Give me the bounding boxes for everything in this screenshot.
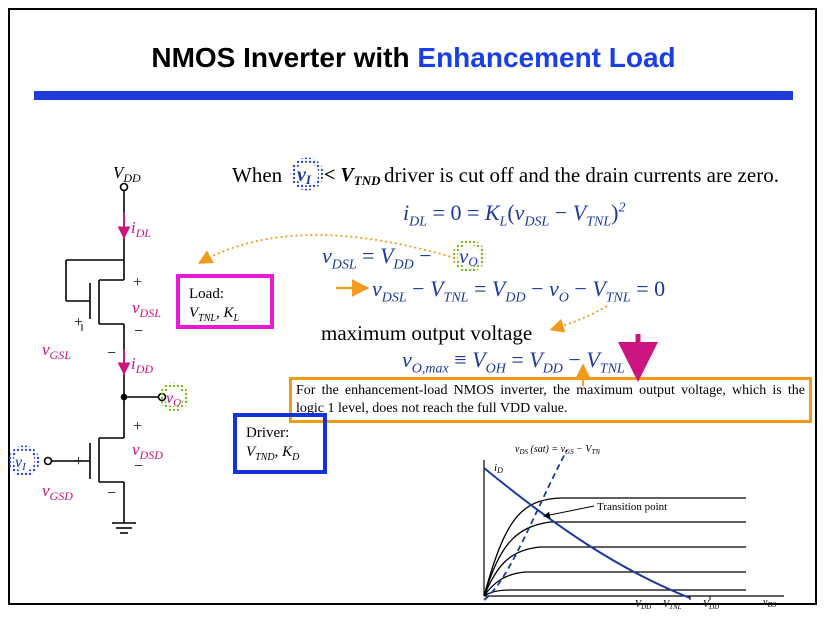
driver-box: Driver: VTND, KD: [233, 413, 327, 474]
svg-text:−: −: [134, 323, 143, 340]
graph-saturation-boundary: [483, 449, 568, 601]
vgsd-label: vGSD: [42, 481, 73, 503]
circuit-wiring: [43, 182, 167, 534]
graph-annotation: Transition point: [597, 501, 667, 513]
vi-symbol-statement: vI: [297, 164, 312, 187]
vgsl-label: vGSL: [42, 340, 71, 362]
load-box: Load: VTNL, KL: [176, 274, 274, 329]
vtnd-symbol: < VTND: [324, 164, 381, 188]
graph-characteristic-curves: [483, 497, 746, 597]
load-box-title: Load:: [189, 286, 224, 302]
title-underline-bar: [34, 91, 793, 100]
vi-input-label: vI: [8, 445, 40, 477]
svg-text:−: −: [107, 485, 116, 502]
note-text: For the enhancement-load NMOS inverter, …: [296, 383, 805, 416]
driver-box-title: Driver:: [246, 425, 290, 441]
vi-highlight-statement: vI: [290, 157, 324, 191]
svg-text:vI: vI: [15, 454, 27, 473]
when-text: When: [232, 163, 283, 187]
vo-node-label: vO: [159, 382, 189, 412]
idd-label: iDD: [131, 354, 153, 376]
equation-vdsl: vDSL = VDD −: [322, 243, 438, 273]
polarity-signs: + − + − + − + −: [74, 274, 143, 502]
graph-y-label: iD: [494, 462, 503, 475]
vdsl-label: vDSL: [132, 298, 161, 320]
graph-x-label: vDS: [763, 597, 777, 609]
driver-box-params: VTND, KD: [246, 444, 300, 463]
vo-highlight-equation: vO: [452, 239, 486, 273]
equation-load-current: iDL = 0 = KL(vDSL − VTNL)2: [403, 200, 626, 230]
vdd-label: VDD: [113, 163, 141, 185]
title-text: NMOS Inverter with: [151, 42, 418, 73]
load-link-arrow: [197, 234, 456, 264]
equation-voh: vO,max ≡ VOH = VDD − VTNL: [402, 347, 625, 377]
transition-pointer: [543, 505, 595, 519]
svg-text:+: +: [133, 418, 142, 435]
note-box: For the enhancement-load NMOS inverter, …: [289, 377, 812, 423]
svg-text:−: −: [107, 345, 116, 362]
slide-frame: [8, 8, 817, 605]
graph-x-tick-2: VDD: [703, 599, 719, 611]
max-output-label: maximum output voltage: [321, 321, 533, 345]
svg-text:vO: vO: [166, 390, 181, 409]
graph-x-tick-1: VDD − VTNL: [635, 599, 682, 611]
idl-label: iDL: [131, 218, 151, 240]
graph: iD vDS vDS (sat) = vGS − VTN Transition …: [483, 444, 784, 611]
cutoff-statement: driver is cut off and the drain currents…: [384, 163, 779, 187]
load-box-params: VTNL, KL: [189, 305, 240, 324]
svg-text:−: −: [134, 458, 143, 475]
graph-curve-label: vDS (sat) = vGS − VTN: [515, 444, 600, 456]
title-highlight: Enhancement Load: [417, 42, 676, 73]
svg-text:+: +: [74, 453, 83, 470]
vdsd-label: vDSD: [132, 440, 163, 462]
graph-load-line: [483, 467, 691, 599]
svg-text:vO: vO: [459, 244, 478, 269]
max-voltage-link-arrow: [549, 305, 608, 333]
svg-text:+: +: [74, 314, 83, 331]
equation-zero-condition: vDSL − VTNL = VDD − vO − VTNL = 0: [372, 276, 666, 306]
svg-text:+: +: [133, 274, 142, 291]
slide-title: NMOS Inverter with Enhancement Load: [0, 42, 827, 74]
